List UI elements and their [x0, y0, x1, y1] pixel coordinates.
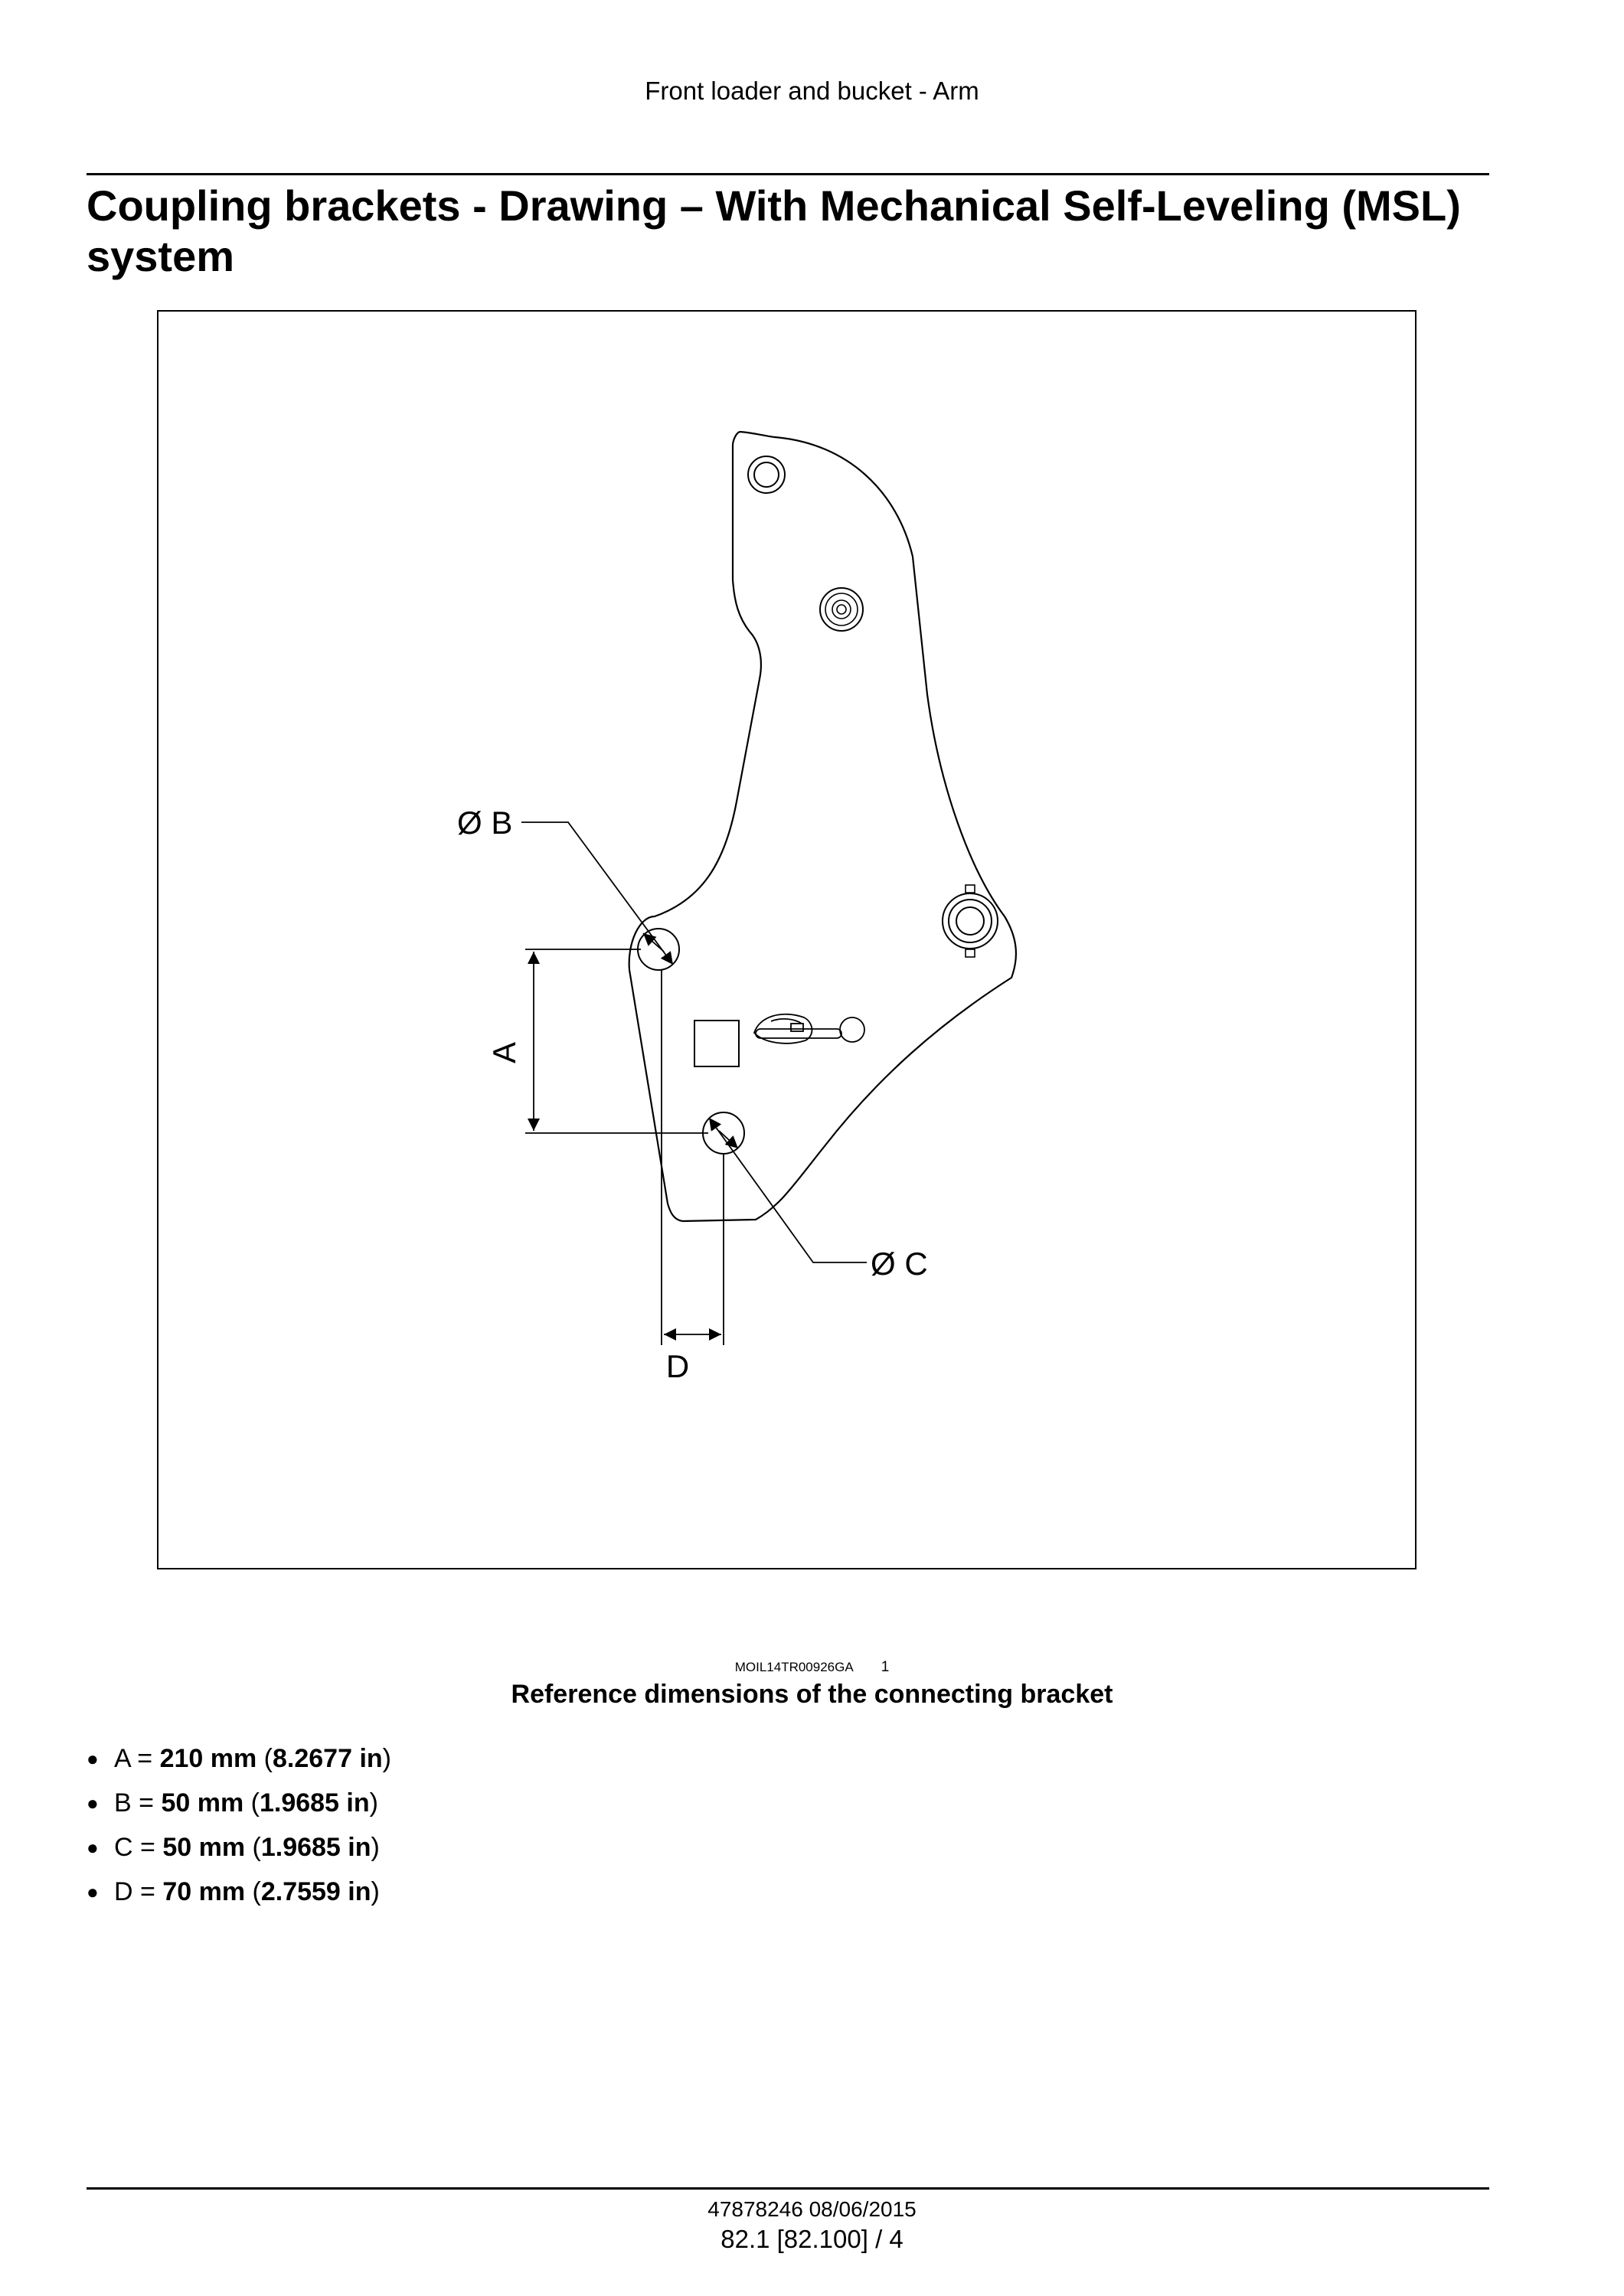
footer-document-id: 47878246 08/06/2015: [707, 2197, 917, 2221]
list-item: ●A = 210 mm (8.2677 in): [87, 1736, 391, 1781]
bracket-drawing: Ø B A Ø C D: [457, 430, 1018, 1384]
header-rule: [87, 173, 1489, 175]
callout-b: Ø B: [457, 805, 512, 841]
page-title-line-1: Coupling brackets - Drawing – With Mecha…: [87, 181, 1461, 230]
list-item: ●C = 50 mm (1.9685 in): [87, 1825, 391, 1870]
right-pin: [942, 884, 998, 958]
bullet-icon: ●: [87, 1880, 99, 1903]
figure-code: MOIL14TR00926GA: [734, 1660, 854, 1674]
bullet-icon: ●: [87, 1836, 99, 1859]
callout-a: A: [486, 1042, 522, 1063]
list-item: ●B = 50 mm (1.9685 in): [87, 1781, 391, 1825]
callout-d: D: [666, 1348, 689, 1384]
bracket-outline: [628, 430, 1018, 1223]
footer-rule: [87, 2187, 1489, 2190]
bullet-icon: ●: [87, 1791, 99, 1814]
list-item: ●D = 70 mm (2.7559 in): [87, 1870, 391, 1914]
figure-reference: MOIL14TR00926GA 1: [0, 1660, 1624, 1675]
dimension-list: ●A = 210 mm (8.2677 in) ●B = 50 mm (1.96…: [87, 1736, 391, 1914]
dimension-a: [525, 949, 708, 1134]
bullet-icon: ●: [87, 1747, 99, 1770]
page-title: Coupling brackets - Drawing – With Mecha…: [87, 181, 1495, 282]
leader-b: [521, 821, 674, 965]
top-pin: [747, 456, 786, 494]
running-header: Front loader and bucket - Arm: [645, 77, 979, 105]
callout-c: Ø C: [871, 1246, 928, 1282]
page-title-line-2: system: [87, 232, 235, 280]
square-plate: [694, 1020, 740, 1067]
footer-page-number: 82.1 [82.100] / 4: [721, 2225, 903, 2253]
leader-c: [708, 1117, 867, 1263]
figure-caption: Reference dimensions of the connecting b…: [511, 1680, 1113, 1709]
figure-number: 1: [881, 1659, 890, 1675]
dimension-d: [661, 970, 724, 1345]
locking-lever: [753, 1013, 865, 1044]
grease-fitting: [819, 587, 864, 632]
figure-frame: Ø B A Ø C D: [157, 310, 1417, 1569]
